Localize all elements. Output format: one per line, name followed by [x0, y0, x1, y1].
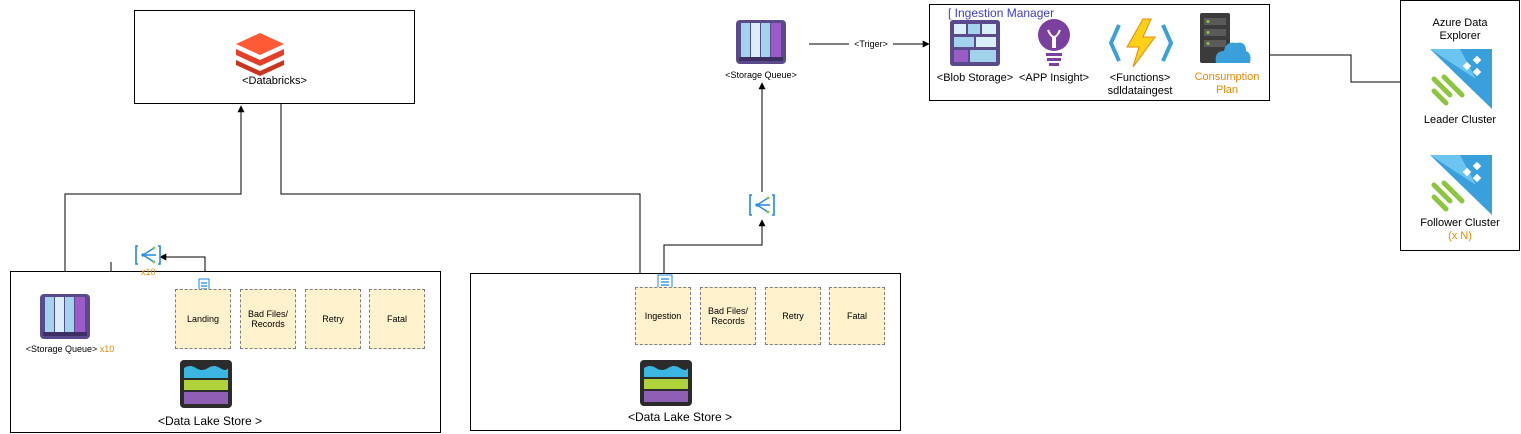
folder-ingestion[interactable]: Ingestion	[635, 287, 691, 345]
follower-cluster-icon[interactable]	[1430, 155, 1492, 215]
edge-manager-to-adx	[1270, 54, 1428, 86]
blob-storage-label: <Blob Storage>	[936, 72, 1014, 84]
app-insight-label: <APP Insight>	[1018, 72, 1090, 84]
adx-box[interactable]	[1400, 0, 1520, 251]
functions-icon[interactable]	[1109, 17, 1173, 69]
functions-label: <Functions> sdldataingest	[1095, 72, 1185, 98]
edge-queue-to-databricks	[64, 105, 245, 287]
blob-storage-icon[interactable]	[950, 20, 1000, 66]
event-grid-multiplier: x10	[141, 267, 156, 277]
folder-landing[interactable]: Landing	[175, 289, 231, 349]
left-queue-label: <Storage Queue> x10	[25, 344, 115, 354]
data-lake-icon-right[interactable]	[640, 360, 692, 406]
databricks-label: <Databricks>	[242, 75, 307, 87]
edge-ingestion-to-eventgrid	[663, 219, 766, 274]
consumption-plan-label: Consumption Plan	[1194, 71, 1260, 97]
follower-cluster-label: Follower Cluster (x N)	[1400, 217, 1520, 243]
event-grid-icon[interactable]	[135, 244, 161, 266]
app-insight-icon[interactable]	[1036, 18, 1072, 68]
adx-title: Azure Data Explorer	[1432, 17, 1488, 43]
data-lake-icon[interactable]	[180, 360, 232, 408]
folder-bad-files-right[interactable]: Bad Files/ Records	[700, 287, 756, 345]
left-datalake-label: <Data Lake Store >	[157, 414, 263, 428]
folder-fatal-right[interactable]: Fatal	[829, 287, 885, 345]
trigger-label: <Triger>	[849, 39, 893, 50]
consumption-plan-icon[interactable]	[1200, 13, 1252, 67]
top-storage-queue-icon[interactable]	[736, 20, 786, 64]
storage-queue-icon[interactable]	[40, 294, 90, 339]
folder-fatal[interactable]: Fatal	[369, 289, 425, 349]
folder-retry-right[interactable]: Retry	[765, 287, 821, 345]
leader-cluster-label: Leader Cluster	[1423, 114, 1497, 126]
ingestion-manager-title: [ Ingestion Manager	[948, 6, 1055, 20]
right-datalake-label: <Data Lake Store >	[627, 410, 733, 424]
databricks-icon	[236, 33, 284, 76]
folder-bad-files[interactable]: Bad Files/ Records	[240, 289, 296, 349]
follower-multiplier: (x N)	[1448, 230, 1472, 243]
folder-retry[interactable]: Retry	[305, 289, 361, 349]
edge-databricks-to-ingestion	[280, 104, 644, 283]
top-queue-label: <Storage Queue>	[725, 70, 797, 80]
functions-name: sdldataingest	[1107, 85, 1173, 98]
leader-cluster-icon[interactable]	[1430, 49, 1492, 109]
event-grid-icon-right[interactable]	[749, 193, 775, 217]
